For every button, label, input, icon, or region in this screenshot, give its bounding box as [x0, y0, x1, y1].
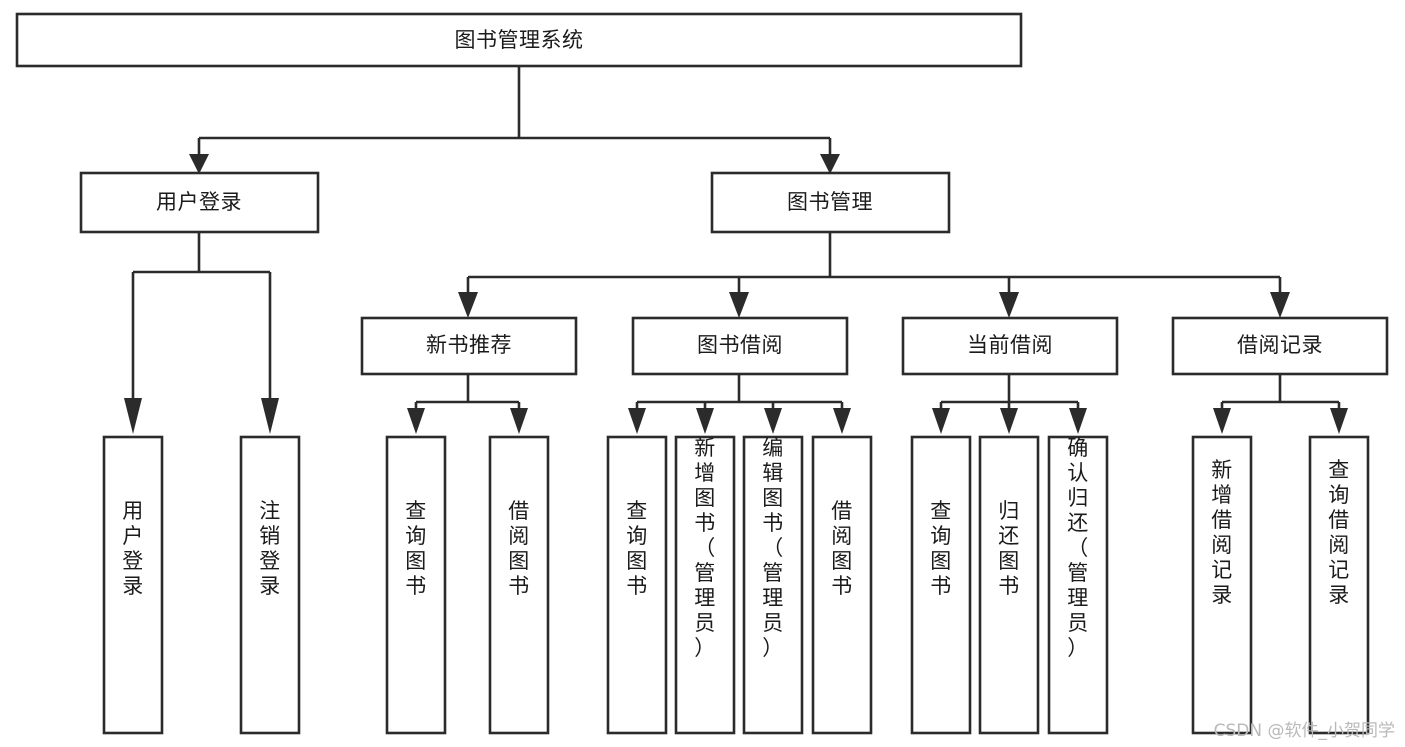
node-book-borrow[interactable]: 图书借阅 [631, 316, 849, 376]
node-book-manage-label: 图书管理 [787, 190, 873, 214]
arrow-root-to-user-login [189, 154, 209, 174]
arrow-book-borrow-leaf-1 [628, 408, 646, 434]
arrow-borrow-record-leaf-2 [1330, 408, 1348, 434]
arrow-to-borrow-record [1270, 292, 1290, 318]
node-borrow-record-label: 借阅记录 [1237, 333, 1323, 357]
arrow-user-login-leaf-2 [261, 398, 279, 434]
arrow-book-borrow-leaf-2 [696, 408, 714, 434]
leaf-borrow-record-query-box [1308, 435, 1370, 735]
leaf-new-book-borrow-box [488, 435, 550, 735]
leaf-current-borrow-return-box [978, 435, 1040, 735]
arrow-root-to-book-manage [820, 154, 840, 174]
leaf-book-borrow-borrow-box [811, 435, 873, 735]
node-borrow-record[interactable]: 借阅记录 [1171, 316, 1389, 376]
leaf-current-borrow-query-box [910, 435, 972, 735]
csdn-watermark: CSDN @软件_小贺同学 [1213, 721, 1395, 741]
connector-layer [124, 66, 1348, 434]
node-new-book-recommend-label: 新书推荐 [426, 333, 512, 357]
leaf-book-borrow-query-box [606, 435, 668, 735]
leaf-current-borrow-confirm-label: 确认归还（管理员） [1067, 436, 1089, 660]
node-root-system-label: 图书管理系统 [455, 28, 584, 52]
leaf-borrow-record-query-label: 查询借阅记录 [1328, 458, 1350, 607]
leaf-current-borrow-query-label: 查询图书 [930, 499, 952, 598]
leaf-new-book-query-label: 查询图书 [405, 499, 427, 598]
arrow-new-book-leaf-1 [407, 408, 425, 434]
leaf-book-borrow-add-box [674, 435, 736, 735]
leaf-current-borrow-confirm-box [1047, 435, 1109, 735]
node-book-borrow-label: 图书借阅 [697, 333, 783, 357]
node-book-borrow-box [631, 316, 849, 376]
arrow-current-borrow-leaf-2 [1000, 408, 1018, 434]
leaf-book-borrow-edit-label: 编辑图书（管理员） [762, 436, 784, 660]
leaf-book-borrow-borrow[interactable]: 借阅图书 [811, 435, 873, 735]
leaf-book-borrow-borrow-label: 借阅图书 [831, 499, 853, 598]
leaf-new-book-borrow[interactable]: 借阅图书 [488, 435, 550, 735]
node-book-manage-box [710, 171, 951, 234]
leaf-user-login-login[interactable]: 用户登录 [102, 435, 164, 735]
leaf-new-book-borrow-label: 借阅图书 [508, 499, 530, 598]
arrow-current-borrow-leaf-1 [932, 408, 950, 434]
leaf-borrow-record-add-label: 新增借阅记录 [1211, 458, 1233, 607]
node-root-system-box [15, 12, 1023, 68]
arrow-to-new-book-recommend [458, 292, 478, 318]
leaf-user-login-login-box [102, 435, 164, 735]
arrow-current-borrow-leaf-3 [1069, 408, 1087, 434]
leaf-book-borrow-query-label: 查询图书 [626, 499, 648, 598]
leaf-current-borrow-query[interactable]: 查询图书 [910, 435, 972, 735]
leaf-new-book-query[interactable]: 查询图书 [385, 435, 447, 735]
node-user-login[interactable]: 用户登录 [79, 171, 320, 234]
leaf-user-login-logout[interactable]: 注销登录 [239, 435, 301, 735]
node-user-login-box [79, 171, 320, 234]
arrow-book-borrow-leaf-4 [833, 408, 851, 434]
node-user-login-label: 用户登录 [156, 190, 242, 214]
node-root-system[interactable]: 图书管理系统 [15, 12, 1023, 68]
leaf-book-borrow-edit-box [742, 435, 804, 735]
leaf-user-login-logout-label: 注销登录 [259, 499, 281, 598]
node-new-book-recommend-box [360, 316, 578, 376]
leaf-user-login-login-label: 用户登录 [122, 499, 144, 598]
node-new-book-recommend[interactable]: 新书推荐 [360, 316, 578, 376]
node-current-borrow[interactable]: 当前借阅 [901, 316, 1119, 376]
leaf-current-borrow-confirm[interactable]: 确认归还（管理员） [1047, 435, 1109, 735]
arrow-borrow-record-leaf-1 [1213, 408, 1231, 434]
leaf-user-login-logout-box [239, 435, 301, 735]
leaf-book-borrow-query[interactable]: 查询图书 [606, 435, 668, 735]
leaf-current-borrow-return[interactable]: 归还图书 [978, 435, 1040, 735]
arrow-to-book-borrow [729, 292, 749, 318]
leaf-borrow-record-add[interactable]: 新增借阅记录 [1191, 435, 1253, 735]
node-current-borrow-box [901, 316, 1119, 376]
leaf-current-borrow-return-label: 归还图书 [998, 499, 1020, 598]
leaf-book-borrow-add[interactable]: 新增图书（管理员） [674, 435, 736, 735]
arrow-book-borrow-leaf-3 [764, 408, 782, 434]
leaf-new-book-query-box [385, 435, 447, 735]
arrow-to-current-borrow [999, 292, 1019, 318]
node-current-borrow-label: 当前借阅 [967, 333, 1053, 357]
node-borrow-record-box [1171, 316, 1389, 376]
node-book-manage[interactable]: 图书管理 [710, 171, 951, 234]
arrow-user-login-leaf-1 [124, 398, 142, 434]
leaf-book-borrow-edit[interactable]: 编辑图书（管理员） [742, 435, 804, 735]
arrow-new-book-leaf-2 [510, 408, 528, 434]
leaf-borrow-record-query[interactable]: 查询借阅记录 [1308, 435, 1370, 735]
leaf-borrow-record-add-box [1191, 435, 1253, 735]
leaf-book-borrow-add-label: 新增图书（管理员） [694, 436, 716, 660]
